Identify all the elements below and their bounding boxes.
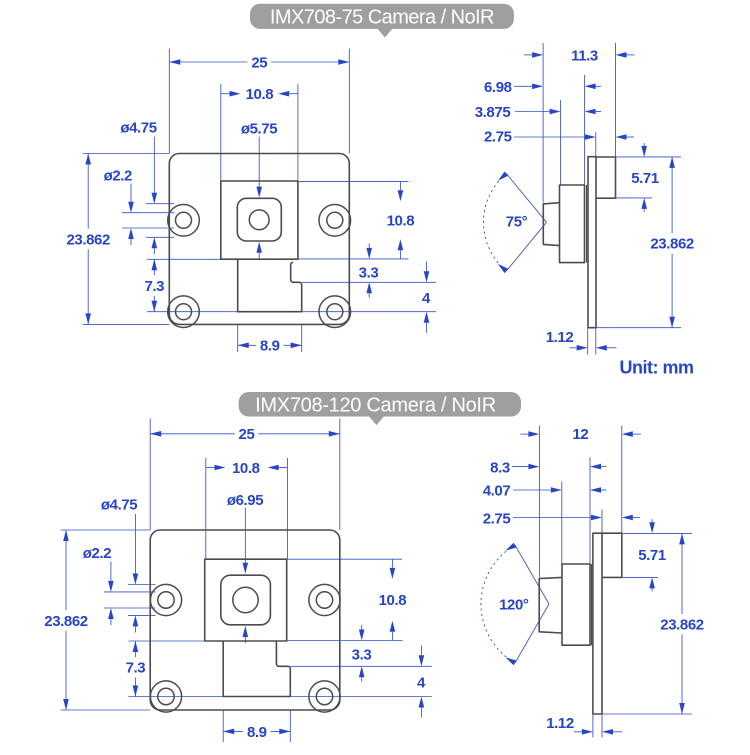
svg-text:23.862: 23.862 xyxy=(660,617,704,634)
svg-text:23.862: 23.862 xyxy=(650,236,694,253)
svg-text:5.71: 5.71 xyxy=(638,547,666,564)
svg-text:10.8: 10.8 xyxy=(379,592,407,609)
svg-text:4.07: 4.07 xyxy=(483,482,511,499)
svg-text:4: 4 xyxy=(417,674,426,691)
svg-text:ø5.75: ø5.75 xyxy=(241,121,277,138)
svg-text:11.3: 11.3 xyxy=(571,47,598,64)
svg-text:25: 25 xyxy=(239,426,255,443)
svg-text:ø2.2: ø2.2 xyxy=(83,545,111,562)
svg-text:23.862: 23.862 xyxy=(66,231,110,248)
svg-text:6.98: 6.98 xyxy=(484,79,512,96)
svg-text:IMX708-120 Camera / NoIR: IMX708-120 Camera / NoIR xyxy=(255,394,496,416)
svg-text:ø6.95: ø6.95 xyxy=(227,492,263,509)
svg-text:3.875: 3.875 xyxy=(475,104,511,121)
svg-text:10.8: 10.8 xyxy=(232,460,260,477)
svg-text:2.75: 2.75 xyxy=(483,510,511,527)
svg-text:ø2.2: ø2.2 xyxy=(104,168,132,185)
svg-text:7.3: 7.3 xyxy=(126,660,146,677)
svg-text:7.3: 7.3 xyxy=(144,278,164,295)
svg-text:25: 25 xyxy=(251,54,267,71)
svg-text:ø4.75: ø4.75 xyxy=(101,497,137,514)
svg-text:10.8: 10.8 xyxy=(246,86,274,103)
svg-text:10.8: 10.8 xyxy=(387,213,415,230)
svg-text:1.12: 1.12 xyxy=(546,715,574,732)
svg-text:1.12: 1.12 xyxy=(546,329,574,346)
svg-text:Unit: mm: Unit: mm xyxy=(620,358,694,378)
svg-text:23.862: 23.862 xyxy=(44,613,88,630)
svg-text:2.75: 2.75 xyxy=(484,129,512,146)
svg-text:8.3: 8.3 xyxy=(490,460,510,477)
svg-text:8.9: 8.9 xyxy=(260,338,280,355)
svg-text:IMX708-75 Camera / NoIR: IMX708-75 Camera / NoIR xyxy=(270,7,494,29)
svg-text:12: 12 xyxy=(572,426,588,443)
svg-text:75°: 75° xyxy=(506,214,528,231)
svg-text:4: 4 xyxy=(422,290,431,307)
svg-text:ø4.75: ø4.75 xyxy=(120,119,156,136)
svg-text:3.3: 3.3 xyxy=(352,647,372,664)
svg-text:5.71: 5.71 xyxy=(631,170,659,187)
svg-text:120°: 120° xyxy=(499,597,529,614)
svg-text:8.9: 8.9 xyxy=(247,724,267,741)
svg-text:3.3: 3.3 xyxy=(359,264,379,281)
